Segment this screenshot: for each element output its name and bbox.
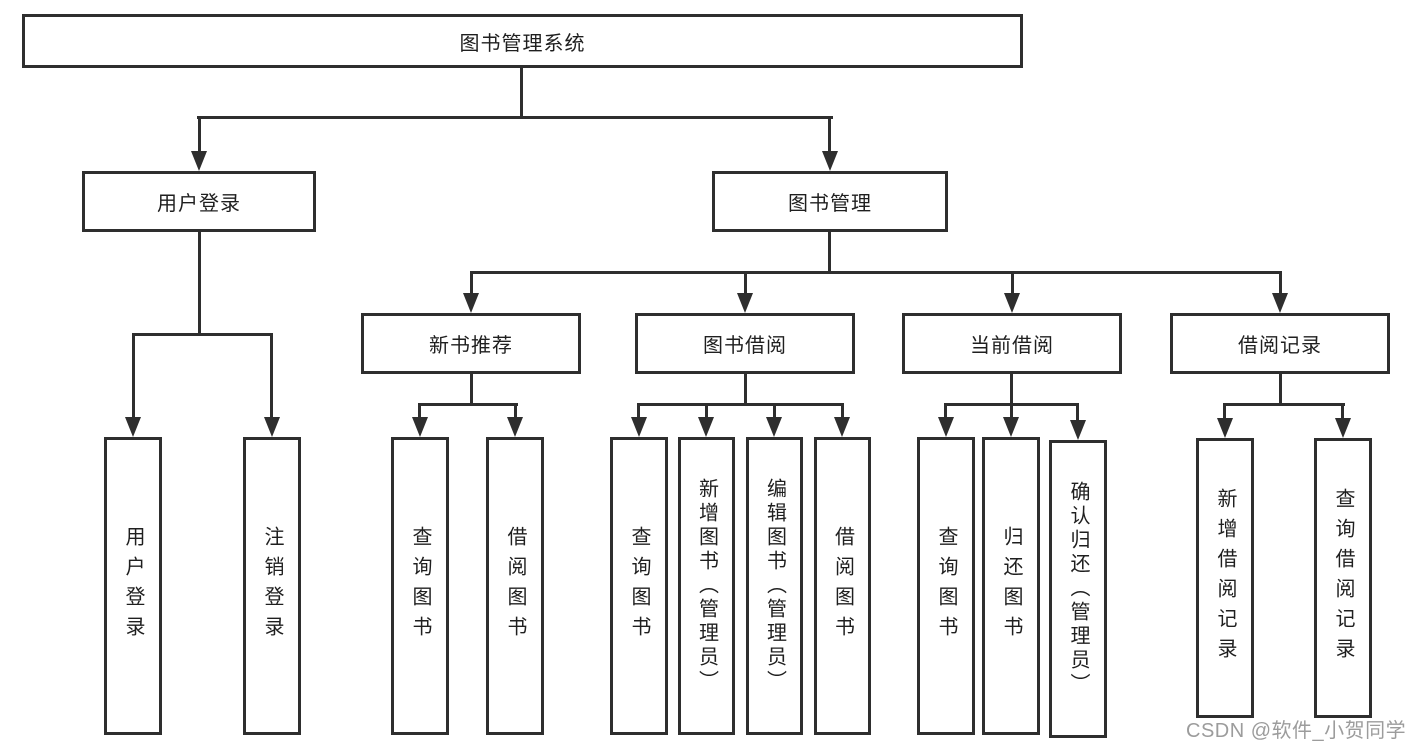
leaf-query-borrow-record: 查询借阅记录 — [1314, 438, 1372, 718]
connector-drop-cb-confirm — [1076, 403, 1079, 422]
connector-drop-borrowing-records — [1279, 271, 1282, 295]
connector-drop-bb-query — [637, 403, 640, 419]
connector-drop-br-query — [1341, 403, 1344, 420]
arrow-cb-confirm — [1070, 420, 1086, 440]
leaf-label: 确认归还（管理员） — [1067, 481, 1089, 697]
node-label: 图书管理系统 — [459, 32, 586, 55]
leaf-query-books-borrowing: 查询图书 — [610, 437, 668, 735]
node-borrowing-records: 借阅记录 — [1170, 313, 1390, 374]
arrow-bb-borrow — [834, 417, 850, 437]
node-label: 借阅记录 — [1238, 335, 1322, 357]
connector-drop-bb-borrow — [841, 403, 844, 419]
leaf-edit-books-admin: 编辑图书（管理员） — [746, 437, 803, 735]
connector-drop-leaf-user-login — [132, 333, 135, 419]
watermark: CSDN @软件_小贺同学 — [1186, 720, 1405, 742]
leaf-label: 注销登录 — [261, 526, 283, 646]
node-book-management: 图书管理 — [712, 171, 948, 232]
connector-drop-bb-edit — [773, 403, 776, 419]
arrow-current-borrowing — [1004, 293, 1020, 313]
leaf-label: 借阅图书 — [504, 526, 526, 646]
node-label: 图书借阅 — [703, 335, 787, 357]
connector-drop-current-borrowing — [1011, 271, 1014, 295]
arrow-book-borrowing — [737, 293, 753, 313]
leaf-query-books-current: 查询图书 — [917, 437, 975, 735]
arrow-leaf-logout — [264, 417, 280, 437]
connector-drop-cb-query — [944, 403, 947, 419]
connector-user-login-down — [198, 232, 201, 336]
connector-drop-cb-return — [1010, 403, 1013, 419]
connector-br-down — [1279, 374, 1282, 406]
arrow-new-book-recommendation — [463, 293, 479, 313]
connector-root-down — [520, 67, 523, 118]
connector-drop-nbr-borrow — [514, 403, 517, 419]
node-library-management-system: 图书管理系统 — [22, 14, 1023, 68]
connector-cb-down — [1010, 374, 1013, 406]
arrow-cb-query — [938, 417, 954, 437]
node-new-book-recommendation: 新书推荐 — [361, 313, 581, 374]
leaf-logout: 注销登录 — [243, 437, 301, 735]
node-book-borrowing: 图书借阅 — [635, 313, 855, 374]
connector-bb-spread — [637, 403, 844, 406]
leaf-label: 查询图书 — [628, 526, 650, 646]
connector-drop-new-book-recommendation — [470, 271, 473, 295]
leaf-label: 编辑图书（管理员） — [763, 478, 786, 694]
connector-root-spread — [197, 116, 833, 119]
connector-bb-down — [744, 374, 747, 406]
connector-drop-nbr-query — [418, 403, 421, 419]
connector-drop-book-management — [828, 116, 831, 154]
leaf-label: 查询图书 — [409, 526, 431, 646]
node-user-login: 用户登录 — [82, 171, 316, 232]
arrow-bb-edit — [766, 417, 782, 437]
connector-drop-bb-add — [705, 403, 708, 419]
connector-nbr-spread — [418, 403, 518, 406]
leaf-return-books: 归还图书 — [982, 437, 1040, 735]
leaf-label: 新增图书（管理员） — [695, 478, 718, 694]
leaf-label: 查询借阅记录 — [1332, 488, 1354, 668]
leaf-add-borrow-record: 新增借阅记录 — [1196, 438, 1254, 718]
connector-user-login-spread — [132, 333, 273, 336]
leaf-confirm-return-admin: 确认归还（管理员） — [1049, 440, 1107, 738]
leaf-label: 查询图书 — [935, 526, 957, 646]
connector-book-management-down — [828, 232, 831, 274]
leaf-borrow-books-borrowing: 借阅图书 — [814, 437, 871, 735]
connector-drop-book-borrowing — [744, 271, 747, 295]
leaf-user-login: 用户登录 — [104, 437, 162, 735]
node-label: 用户登录 — [157, 193, 241, 215]
arrow-leaf-user-login — [125, 417, 141, 437]
leaf-query-books-recommend: 查询图书 — [391, 437, 449, 735]
leaf-add-books-admin: 新增图书（管理员） — [678, 437, 735, 735]
leaf-label: 归还图书 — [1000, 526, 1022, 646]
node-current-borrowing: 当前借阅 — [902, 313, 1122, 374]
arrow-br-query — [1335, 418, 1351, 438]
node-label: 图书管理 — [788, 193, 872, 215]
leaf-label: 借阅图书 — [831, 526, 854, 646]
arrow-user-login — [191, 151, 207, 171]
node-label: 当前借阅 — [970, 335, 1054, 357]
connector-book-management-spread — [470, 271, 1282, 274]
arrow-bb-query — [631, 417, 647, 437]
leaf-borrow-books-recommend: 借阅图书 — [486, 437, 544, 735]
arrow-cb-return — [1003, 417, 1019, 437]
connector-br-spread — [1223, 403, 1345, 406]
arrow-nbr-borrow — [507, 417, 523, 437]
arrow-book-management — [822, 151, 838, 171]
node-label: 新书推荐 — [429, 335, 513, 357]
arrow-borrowing-records — [1272, 293, 1288, 313]
connector-drop-user-login — [198, 116, 201, 154]
connector-nbr-down — [470, 374, 473, 406]
connector-drop-br-add — [1223, 403, 1226, 420]
connector-drop-leaf-logout — [270, 333, 273, 419]
leaf-label: 新增借阅记录 — [1214, 488, 1236, 668]
arrow-bb-add — [698, 417, 714, 437]
leaf-label: 用户登录 — [122, 526, 144, 646]
arrow-nbr-query — [412, 417, 428, 437]
arrow-br-add — [1217, 418, 1233, 438]
